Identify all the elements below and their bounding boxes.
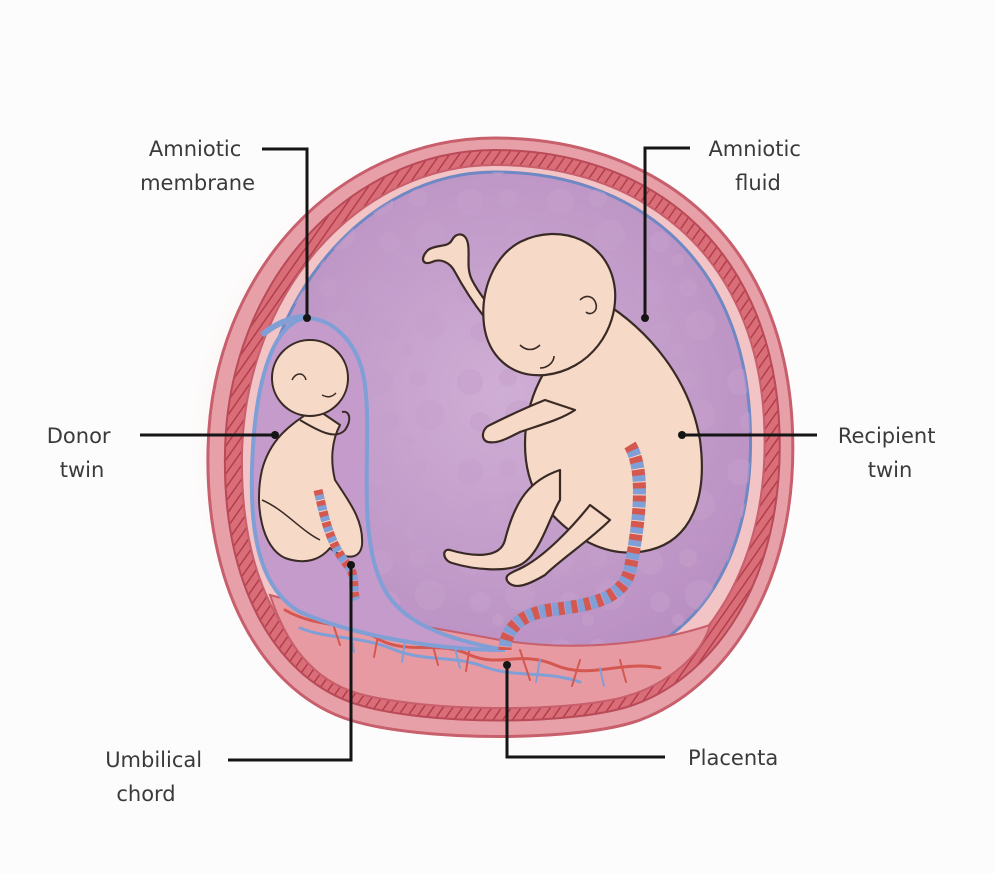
label-recipient-twin: Recipient twin [838, 424, 942, 482]
label-umbilical-chord: Umbilical chord [105, 748, 209, 806]
label-donor-twin: Donor twin [47, 424, 118, 482]
label-amniotic-fluid: Amniotic fluid [708, 137, 807, 195]
label-placenta: Placenta [688, 746, 778, 770]
label-amniotic-membrane: Amniotic membrane [140, 137, 255, 195]
